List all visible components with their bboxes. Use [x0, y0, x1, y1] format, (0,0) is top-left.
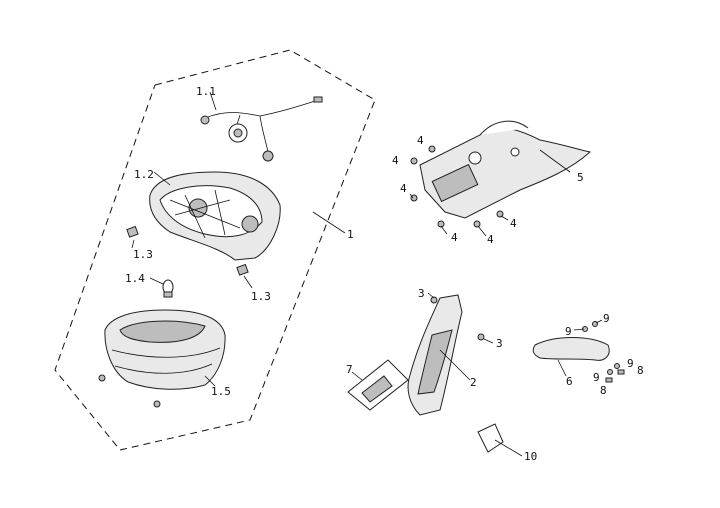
- lamp-cover-part: [98, 309, 226, 408]
- small-bracket-part: [477, 423, 504, 453]
- callout-2: 2: [470, 376, 477, 389]
- callout-4-f: 4: [510, 217, 517, 230]
- leader-lines: [131, 91, 603, 457]
- fender-part: [407, 294, 485, 416]
- bracket-tray-part: [419, 120, 592, 219]
- callout-4-e: 4: [487, 233, 494, 246]
- callout-7: 7: [346, 363, 353, 376]
- callout-8-a: 8: [600, 384, 607, 397]
- callout-1-4: 1.4: [125, 272, 145, 285]
- callout-1: 1: [347, 228, 354, 241]
- callout-9-c: 9: [593, 371, 600, 384]
- callout-1-3-right: 1.3: [251, 290, 271, 303]
- callout-9-b: 9: [603, 312, 610, 325]
- callout-4-b: 4: [392, 154, 399, 167]
- bulb-part: [162, 279, 174, 298]
- wiring-harness-part: [200, 96, 323, 162]
- callout-5: 5: [577, 171, 584, 184]
- callout-3-side: 3: [496, 337, 503, 350]
- callout-1-3-left: 1.3: [133, 248, 153, 261]
- callout-3-top: 3: [418, 287, 425, 300]
- mudguard-flap-part: [532, 321, 625, 383]
- callout-1-1: 1.1: [196, 85, 216, 98]
- callout-1-5: 1.5: [211, 385, 231, 398]
- assembly-1-boundary: [54, 49, 376, 451]
- reflector-plate-part: [347, 359, 409, 411]
- callout-10: 10: [524, 450, 537, 463]
- bulb-holder-right-part: [236, 263, 249, 276]
- callout-6: 6: [566, 375, 573, 388]
- callout-1-2: 1.2: [134, 168, 154, 181]
- callout-4-a: 4: [417, 134, 424, 147]
- lens-housing-part: [149, 171, 281, 261]
- callout-4-c: 4: [400, 182, 407, 195]
- callout-9-d: 9: [627, 357, 634, 370]
- callout-8-b: 8: [637, 364, 644, 377]
- screws-4-group: [410, 145, 504, 228]
- bulb-holder-left-part: [126, 225, 139, 238]
- callout-9-a: 9: [565, 325, 572, 338]
- callout-4-d: 4: [451, 231, 458, 244]
